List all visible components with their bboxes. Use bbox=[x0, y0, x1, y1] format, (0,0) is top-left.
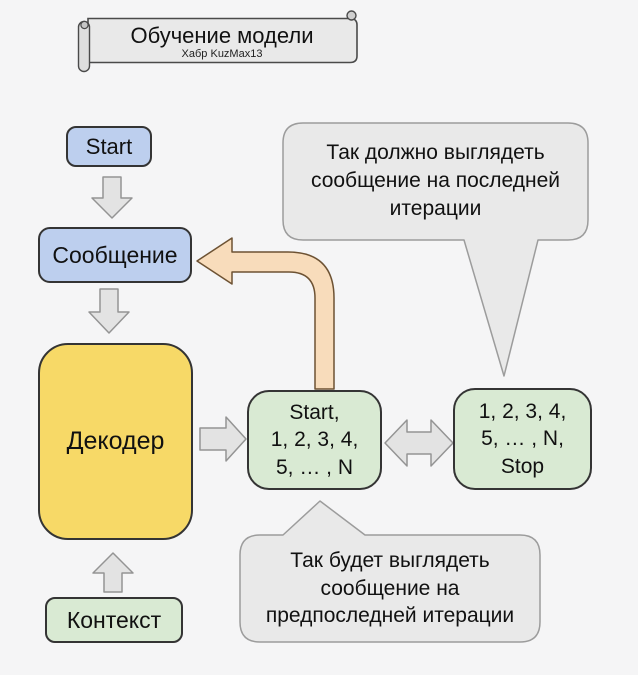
node-context-label: Контекст bbox=[66, 606, 162, 633]
callout-bubble-penultimate-iteration bbox=[239, 500, 541, 643]
sequence-line: 1, 2, 3, 4, bbox=[478, 400, 567, 424]
callout-line: сообщение на последней bbox=[310, 169, 561, 193]
sequence-line: 5, … , N, bbox=[481, 427, 564, 451]
sequence-line: Stop bbox=[500, 454, 545, 478]
callout-bubble-final-iteration bbox=[282, 122, 589, 377]
callout-line: Так должно выглядеть bbox=[326, 141, 545, 165]
arrow-double-sequences-icon bbox=[384, 419, 454, 467]
sequence-line: 1, 2, 3, 4, bbox=[270, 428, 359, 452]
node-message: Сообщение bbox=[38, 227, 192, 283]
arrow-down-message-to-decoder-icon bbox=[88, 288, 130, 334]
callout-line: предпоследней итерации bbox=[265, 604, 515, 628]
arrow-up-context-to-decoder-icon bbox=[92, 552, 134, 593]
callout-line: сообщение на bbox=[320, 576, 460, 600]
callout-line: Так будет выглядеть bbox=[290, 548, 490, 572]
banner-title: Обучение модели bbox=[130, 23, 314, 48]
node-start-label: Start bbox=[85, 133, 133, 159]
scroll-banner-shape bbox=[77, 10, 358, 73]
callout-final-iteration-text: Так должно выглядеть сообщение на послед… bbox=[283, 126, 588, 236]
callout-line: итерации bbox=[389, 196, 482, 220]
arrow-bent-sequence-to-message-icon bbox=[196, 237, 335, 390]
arrow-right-decoder-to-sequence-icon bbox=[199, 416, 247, 462]
node-message-label: Сообщение bbox=[52, 241, 178, 268]
node-context: Контекст bbox=[45, 597, 183, 643]
node-penultimate-sequence: Start, 1, 2, 3, 4, 5, … , N bbox=[247, 390, 382, 490]
arrow-down-start-to-message-icon bbox=[91, 176, 133, 219]
sequence-line: 5, … , N bbox=[275, 455, 354, 479]
node-start: Start bbox=[66, 126, 152, 167]
banner-subtitle: Хабр KuzMax13 bbox=[181, 48, 263, 60]
callout-penultimate-iteration-text: Так будет выглядеть сообщение на предпос… bbox=[240, 537, 540, 640]
node-final-sequence: 1, 2, 3, 4, 5, … , N, Stop bbox=[453, 388, 592, 490]
node-decoder-label: Декодер bbox=[66, 427, 165, 455]
sequence-line: Start, bbox=[289, 401, 340, 425]
node-decoder: Декодер bbox=[38, 343, 193, 540]
